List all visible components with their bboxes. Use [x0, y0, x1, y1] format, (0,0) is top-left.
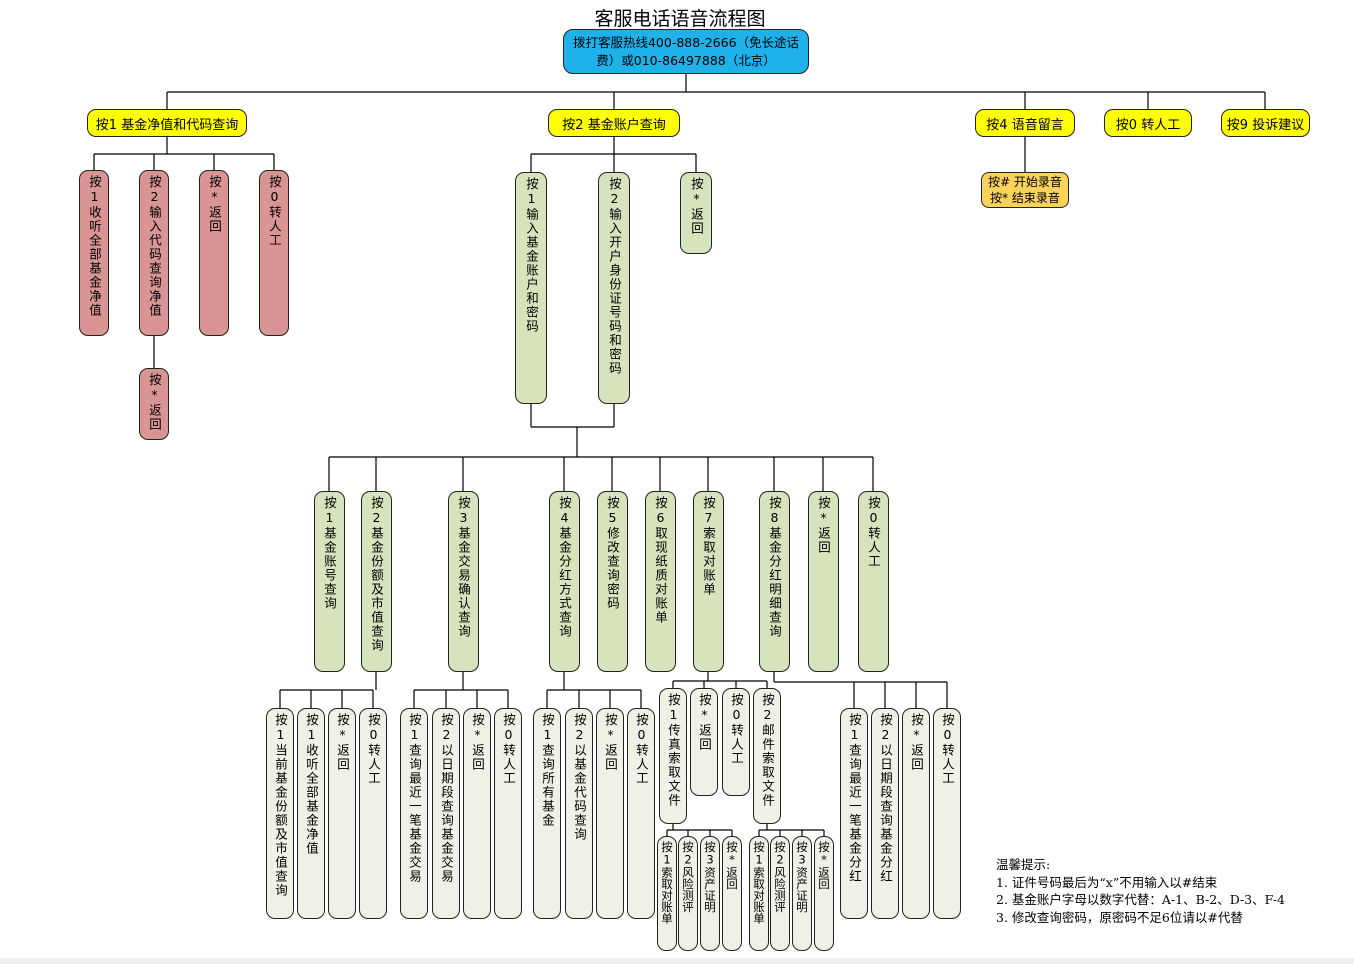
- detail-menu-node-2: 按*返回: [902, 708, 930, 919]
- statement-menu-node-1: 按*返回: [690, 688, 718, 796]
- hotline-root-node: 拨打客服热线400-888-2666（免长途话 费）或010-86497888（…: [563, 29, 809, 74]
- trade-menu-node-2: 按*返回: [463, 708, 491, 919]
- statement-menu-node-0: 按1传真索取文件: [659, 688, 687, 824]
- m1-children-node-3: 按0转人工: [259, 170, 289, 336]
- tips-line-3: 3. 修改查询密码，原密码不足6位请以#代替: [996, 909, 1243, 925]
- share-menu-node-1: 按1收听全部基金净值: [297, 708, 325, 919]
- tips-line-2: 2. 基金账户字母以数字代替：A-1、B-2、D-3、F-4: [996, 892, 1285, 907]
- window-bottom-bar: [0, 958, 1354, 964]
- trade-menu-node-1: 按2以日期段查询基金交易: [432, 708, 460, 919]
- menu-voice-message: 按4 语音留言: [975, 109, 1075, 137]
- trade-menu-node-3: 按0转人工: [494, 708, 522, 919]
- menu-agent: 按0 转人工: [1104, 109, 1192, 137]
- m1-children-node-1: 按2输入代码查询净值: [139, 170, 169, 336]
- start-record-label: 按# 开始录音: [988, 175, 1062, 189]
- hotline-line-2: 费）或010-86497888（北京）: [596, 52, 776, 68]
- fax-menu-node-0: 按1索取对账单: [657, 836, 677, 951]
- share-menu-node-3: 按0转人工: [359, 708, 387, 919]
- dividend-menu-node-0: 按1查询所有基金: [533, 708, 561, 919]
- m2-children-node-1: 按2输入开户身份证号码和密码: [598, 172, 630, 404]
- detail-menu-node-0: 按1查询最近一笔基金分红: [840, 708, 868, 919]
- tips-line-1: 1. 证件号码最后为“x”不用输入以#结束: [996, 874, 1218, 890]
- menu-account-query: 按2 基金账户查询: [548, 109, 680, 137]
- account-menu-node-7: 按8基金分红明细查询: [758, 491, 790, 672]
- mail-menu-node-3: 按*返回: [814, 836, 834, 951]
- mail-menu-node-0: 按1索取对账单: [749, 836, 769, 951]
- share-menu-node-0: 按1当前基金份额及市值查询: [266, 708, 294, 919]
- account-menu-node-1: 按2基金份额及市值查询: [360, 491, 392, 672]
- detail-menu-node-3: 按0转人工: [933, 708, 961, 919]
- account-menu-node-0: 按1基金账号查询: [313, 491, 345, 672]
- account-menu-node-5: 按6取现纸质对账单: [644, 491, 676, 672]
- tips-panel: 温馨提示: 1. 证件号码最后为“x”不用输入以#结束 2. 基金账户字母以数字…: [996, 856, 1285, 926]
- account-menu-node-9: 按0转人工: [857, 491, 889, 672]
- account-menu-node-6: 按7索取对账单: [692, 491, 724, 672]
- statement-menu-node-2: 按0转人工: [722, 688, 750, 796]
- menu-complaint: 按9 投诉建议: [1221, 109, 1310, 137]
- fax-menu-node-3: 按*返回: [722, 836, 742, 951]
- dividend-menu-node-3: 按0转人工: [627, 708, 655, 919]
- account-menu-node-3: 按4基金分红方式查询: [548, 491, 580, 672]
- m1-sub-back-node: 按*返回: [139, 368, 169, 440]
- fax-menu-node-2: 按3资产证明: [700, 836, 720, 951]
- account-menu-node-2: 按3基金交易确认查询: [447, 491, 479, 672]
- dividend-menu-node-2: 按*返回: [596, 708, 624, 919]
- stop-record-label: 按* 结束录音: [990, 191, 1060, 205]
- trade-menu-node-0: 按1查询最近一笔基金交易: [400, 708, 428, 919]
- hotline-line-1: 拨打客服热线400-888-2666（免长途话: [572, 34, 800, 50]
- menu-fund-nav-query: 按1 基金净值和代码查询: [87, 109, 247, 137]
- m1-children-node-2: 按*返回: [199, 170, 229, 336]
- m1-children-node-0: 按1收听全部基金净值: [79, 170, 109, 336]
- voice-record-node: 按# 开始录音 按* 结束录音: [981, 172, 1069, 208]
- detail-menu-node-1: 按2以日期段查询基金分红: [871, 708, 899, 919]
- account-menu-node-4: 按5修改查询密码: [596, 491, 628, 672]
- mail-menu-node-1: 按2风险测评: [770, 836, 790, 951]
- m2-children-node-0: 按1输入基金账户和密码: [515, 172, 547, 404]
- m2-children-node-2: 按*返回: [680, 172, 712, 254]
- mail-menu-node-2: 按3资产证明: [792, 836, 812, 951]
- share-menu-node-2: 按*返回: [328, 708, 356, 919]
- tips-heading: 温馨提示:: [996, 857, 1051, 872]
- dividend-menu-node-1: 按2以基金代码查询: [565, 708, 593, 919]
- account-menu-node-8: 按*返回: [807, 491, 839, 672]
- statement-menu-node-3: 按2邮件索取文件: [753, 688, 781, 824]
- fax-menu-node-1: 按2风险测评: [678, 836, 698, 951]
- chart-title: 客服电话语音流程图: [594, 8, 766, 30]
